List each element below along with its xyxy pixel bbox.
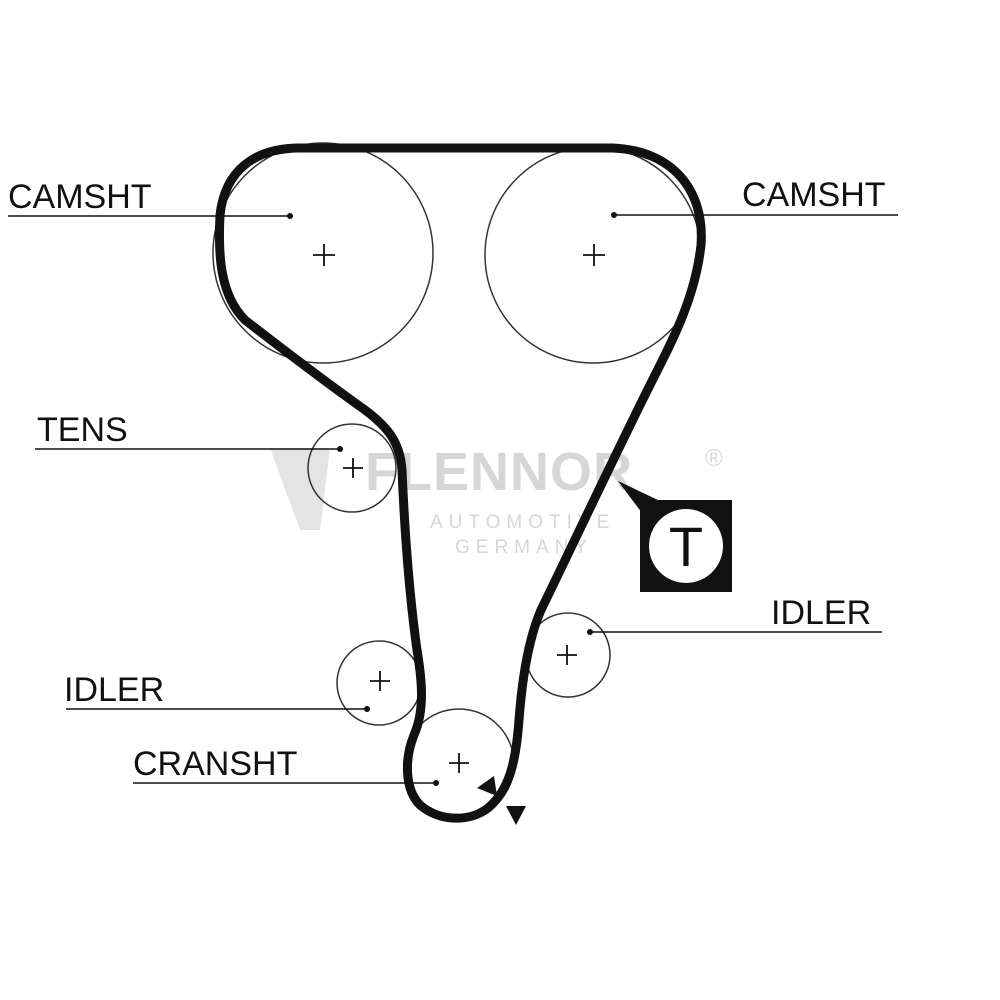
leader-dot-cam-right (611, 212, 617, 218)
label-crankshaft: CRANSHT (133, 745, 297, 783)
tool-badge-letter: T (669, 515, 703, 578)
tool-badge-circle (649, 509, 723, 583)
label-camshaft-right: CAMSHT (742, 176, 886, 214)
leader-dot-tensioner (337, 446, 343, 452)
idler-pulley-left (336, 640, 422, 726)
leader-dots (287, 212, 617, 786)
watermark-registered-mark: ® (705, 445, 723, 472)
center-mark-cam-left (313, 244, 335, 266)
leader-lines (8, 214, 898, 784)
watermark-line2: GERMANY (455, 537, 593, 558)
tool-badge: T (618, 481, 732, 592)
center-marks (313, 244, 605, 773)
timing-belt (214, 143, 706, 823)
label-idler-left: IDLER (64, 671, 164, 709)
center-mark-idler-right (557, 645, 577, 665)
watermark-logo-icon (270, 448, 330, 530)
timing-marks (477, 776, 526, 825)
watermark: FLENNOR ® AUTOMOTIVE GERMANY (270, 442, 723, 558)
leader-dot-idler-right (587, 629, 593, 635)
watermark-line1: AUTOMOTIVE (430, 512, 615, 533)
label-tensioner: TENS (37, 411, 128, 449)
watermark-brand: FLENNOR (365, 442, 633, 502)
center-mark-idler-left (370, 671, 390, 691)
label-idler-right: IDLER (771, 594, 871, 632)
tensioner-pulley (307, 423, 397, 513)
center-mark-tensioner (343, 458, 363, 478)
leader-dot-cam-left (287, 213, 293, 219)
crankshaft-timing-mark-icon (477, 776, 497, 796)
engine-timing-mark-icon (506, 806, 526, 825)
camshaft-pulley-left (212, 142, 434, 364)
component-labels: CAMSHT CAMSHT TENS IDLER IDLER CRANSHT (8, 176, 886, 783)
leader-dot-crankshaft (433, 780, 439, 786)
center-mark-crankshaft (449, 753, 469, 773)
leader-dot-idler-left (364, 706, 370, 712)
label-camshaft-left: CAMSHT (8, 178, 152, 216)
center-mark-cam-right (583, 244, 605, 266)
